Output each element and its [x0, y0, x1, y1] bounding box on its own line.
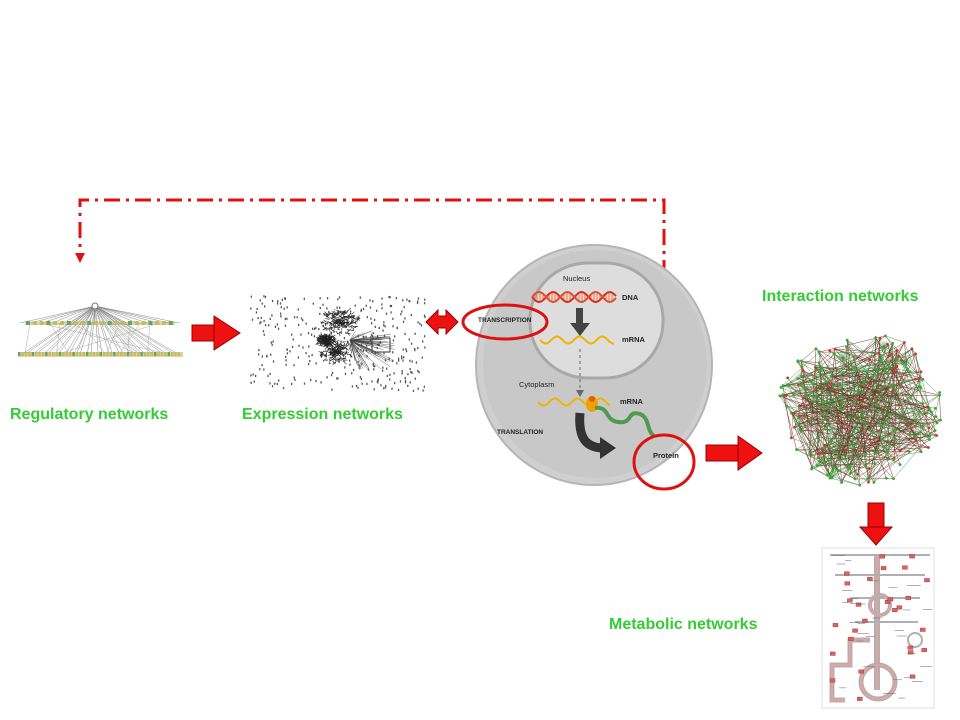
protein-highlight-circle	[632, 433, 696, 491]
interaction-networks-label: Interaction networks	[762, 288, 919, 305]
mrna-nucleus-label: mRNA	[622, 335, 646, 344]
translation-label: TRANSLATION	[497, 429, 543, 436]
transcription-highlight-circle	[461, 303, 549, 341]
regulatory-network-image	[18, 302, 183, 357]
protein-strand	[594, 405, 656, 438]
cytoplasm-label: Cytoplasm	[519, 380, 554, 389]
arrowhead-icon	[576, 390, 584, 397]
down-arrow-icon	[570, 308, 590, 336]
dna-label: DNA	[622, 293, 639, 302]
arrowhead-down-icon	[75, 253, 85, 263]
right-arrow-icon	[191, 315, 241, 351]
dna-helix	[531, 290, 617, 304]
interaction-network-image	[778, 334, 942, 487]
down-arrow-icon	[858, 502, 894, 546]
cell-diagram: Nucleus DNA TRANSCRIPTION mRNA Cytoplasm…	[461, 244, 713, 491]
nucleus-label: Nucleus	[563, 274, 590, 283]
transcription-label: TRANSCRIPTION	[478, 317, 532, 324]
translation-arrow-icon	[575, 412, 616, 459]
expression-network-image	[250, 295, 426, 393]
expression-networks-label: Expression networks	[242, 406, 403, 423]
metabolic-networks-label: Metabolic networks	[609, 616, 758, 633]
protein-label: Protein	[653, 451, 679, 460]
regulatory-networks-label: Regulatory networks	[10, 406, 169, 423]
double-arrow-icon	[425, 308, 459, 336]
right-arrow-icon	[705, 435, 763, 471]
nucleus	[528, 261, 665, 380]
mrna-wave-nucleus	[539, 335, 614, 345]
metabolic-network-image	[821, 547, 935, 709]
mrna-cytoplasm-label: mRNA	[620, 397, 644, 406]
mrna-wave-cytoplasm	[537, 397, 611, 407]
